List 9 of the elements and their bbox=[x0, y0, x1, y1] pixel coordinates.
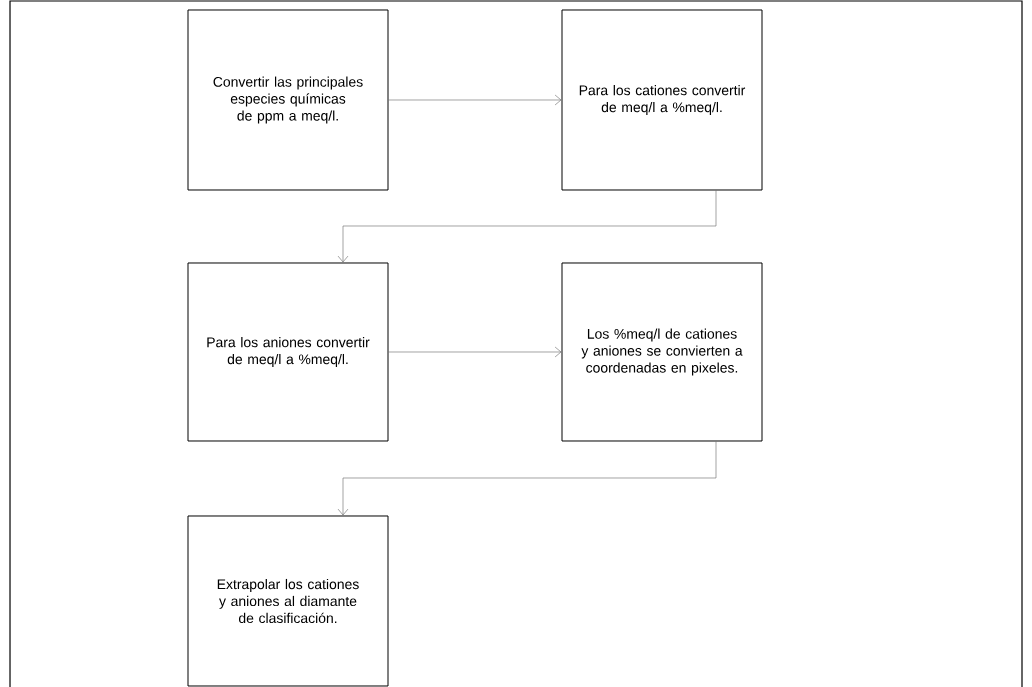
process-box: Extrapolar los cationes y aniones al diamante de clasificación. bbox=[187, 515, 389, 687]
arrow bbox=[337, 441, 717, 516]
process-box: Para los cationes convertir de meq/l a %meq/l. bbox=[561, 9, 763, 191]
process-box: Convertir las principales especies químicas de ppm a meq/l. bbox=[187, 9, 389, 191]
arrow bbox=[388, 346, 562, 358]
process-box: Para los aniones convertir de meq/l a %meq/l. bbox=[187, 262, 389, 442]
arrow bbox=[388, 94, 562, 106]
process-box: Los %meq/l de cationes y aniones se convierten a coordenadas en pixeles. bbox=[561, 262, 763, 442]
arrow bbox=[337, 190, 717, 263]
